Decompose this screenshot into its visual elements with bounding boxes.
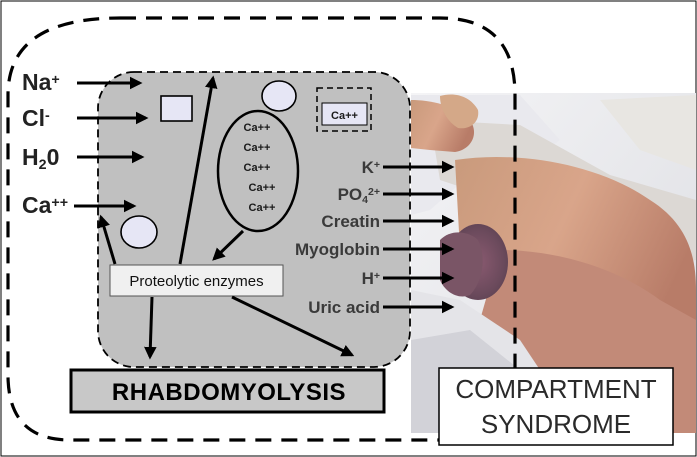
- compartment-title-line2: SYNDROME: [481, 409, 631, 439]
- ion-label-myoglobin: Myoglobin: [295, 240, 380, 259]
- compartment-title-line1: COMPARTMENT: [455, 374, 656, 404]
- sarcoplasmic-calcium-list: Ca++ Ca++ Ca++ Ca++ Ca++: [244, 122, 276, 214]
- enzyme-pathway-arrows: [97, 75, 355, 360]
- ion-label-h: H+: [362, 269, 380, 288]
- ion-label-creatin: Creatin: [321, 212, 380, 231]
- calcium-ion-3: Ca++: [244, 162, 271, 174]
- proteolytic-enzymes-box: [109, 264, 284, 297]
- efflux-arrows: [383, 160, 455, 314]
- calcium-ion-5: Ca++: [249, 202, 276, 214]
- influx-arrows: [74, 76, 149, 213]
- ion-label-h2o: H20: [22, 144, 59, 173]
- calcium-ion-2: Ca++: [244, 142, 271, 154]
- ion-label-ca: Ca++: [22, 192, 68, 218]
- vesicle-top: [261, 80, 297, 112]
- vesicle-left: [120, 215, 158, 249]
- arrow-enzymes-to-membrane: [97, 214, 117, 265]
- compartment-boundary: [6, 16, 517, 442]
- ion-label-uric-acid: Uric acid: [308, 298, 380, 317]
- calcium-ion-1: Ca++: [244, 122, 271, 134]
- calcium-ion-4: Ca++: [249, 182, 276, 194]
- arrow-enzymes-up: [178, 75, 218, 265]
- ion-label-cl: Cl-: [22, 105, 50, 131]
- calcium-channel-box: [316, 87, 372, 132]
- compartment-syndrome-title: COMPARTMENT SYNDROME: [438, 367, 674, 446]
- rhabdomyolysis-title-text: RHABDOMYOLYSIS: [112, 379, 346, 406]
- sarcoplasmic-reticulum: [216, 109, 300, 233]
- ion-label-k: K+: [362, 158, 380, 177]
- calcium-channel-label: Ca++: [331, 110, 358, 122]
- ion-label-na: Na+: [22, 69, 60, 95]
- calcium-channel-inner: [321, 102, 368, 126]
- organelle-square: [160, 95, 193, 122]
- arrow-enzymes-down: [144, 296, 157, 360]
- arrow-ca-to-enzymes: [212, 229, 245, 261]
- rhabdomyolysis-title: RHABDOMYOLYSIS: [69, 368, 386, 414]
- proteolytic-enzymes-label: Proteolytic enzymes: [129, 273, 263, 290]
- ion-label-po4: PO42+: [338, 185, 380, 206]
- arrow-enzymes-diagonal: [231, 295, 355, 357]
